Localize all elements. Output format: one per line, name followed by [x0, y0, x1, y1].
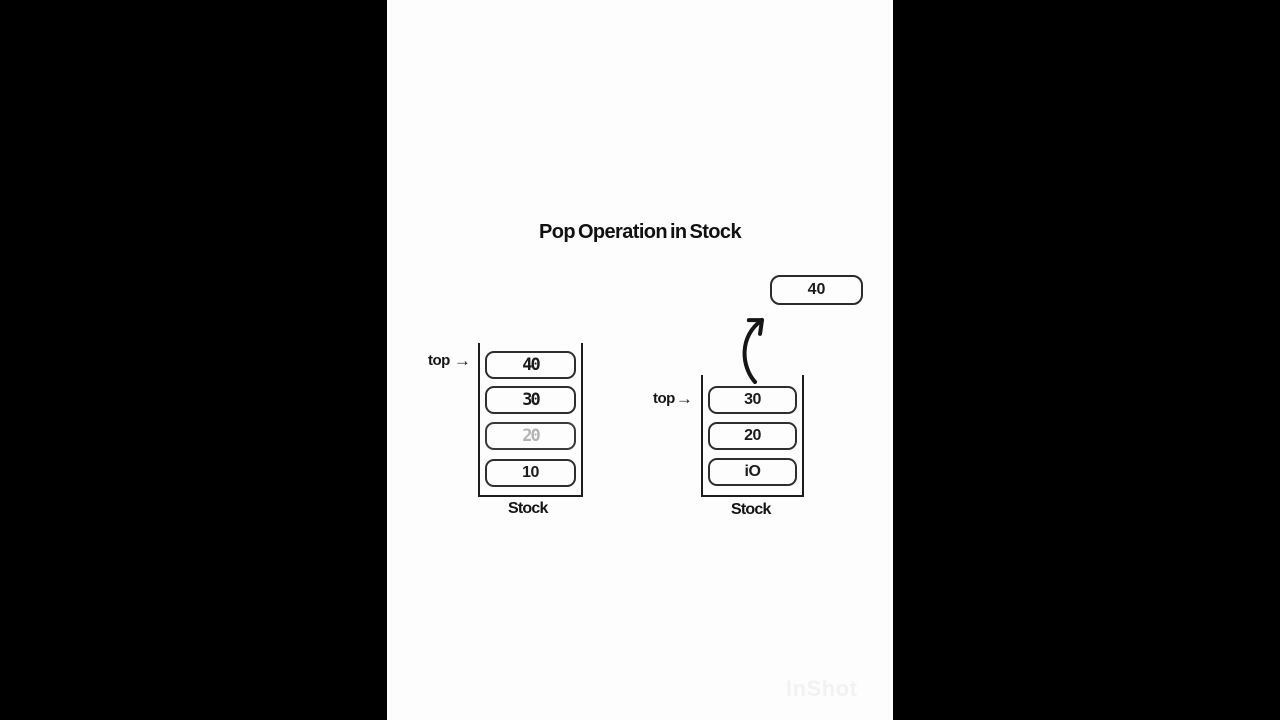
page-title: Pop Operation in Stock: [539, 221, 742, 243]
left-stack-container: 40 30 20 10: [478, 343, 583, 497]
stack-cell: 30: [708, 386, 797, 414]
right-top-pointer: top →: [653, 389, 693, 408]
inshot-watermark: InShot: [786, 676, 858, 701]
right-stack-container: 30 20 iO: [701, 375, 804, 497]
slide-canvas: Pop Operation in Stock top → 40 30 20 10…: [387, 0, 893, 720]
right-top-label: top: [653, 390, 675, 407]
stack-cell: 10: [485, 459, 576, 487]
right-arrow-icon: →: [675, 389, 693, 408]
left-stack-caption: Stock: [508, 500, 548, 517]
stack-cell: iO: [708, 458, 797, 486]
popped-element-box: 40: [770, 275, 863, 305]
stack-cell: 30: [485, 386, 576, 414]
stack-cell: 20: [485, 422, 576, 450]
stack-cell: 20: [708, 422, 797, 450]
left-top-label: top: [428, 352, 450, 369]
right-stack-caption: Stock: [731, 501, 771, 518]
left-top-pointer: top →: [428, 351, 471, 370]
pop-curved-arrow-icon: [742, 318, 764, 384]
stack-cell: 40: [485, 351, 576, 379]
right-arrow-icon: →: [453, 351, 471, 370]
